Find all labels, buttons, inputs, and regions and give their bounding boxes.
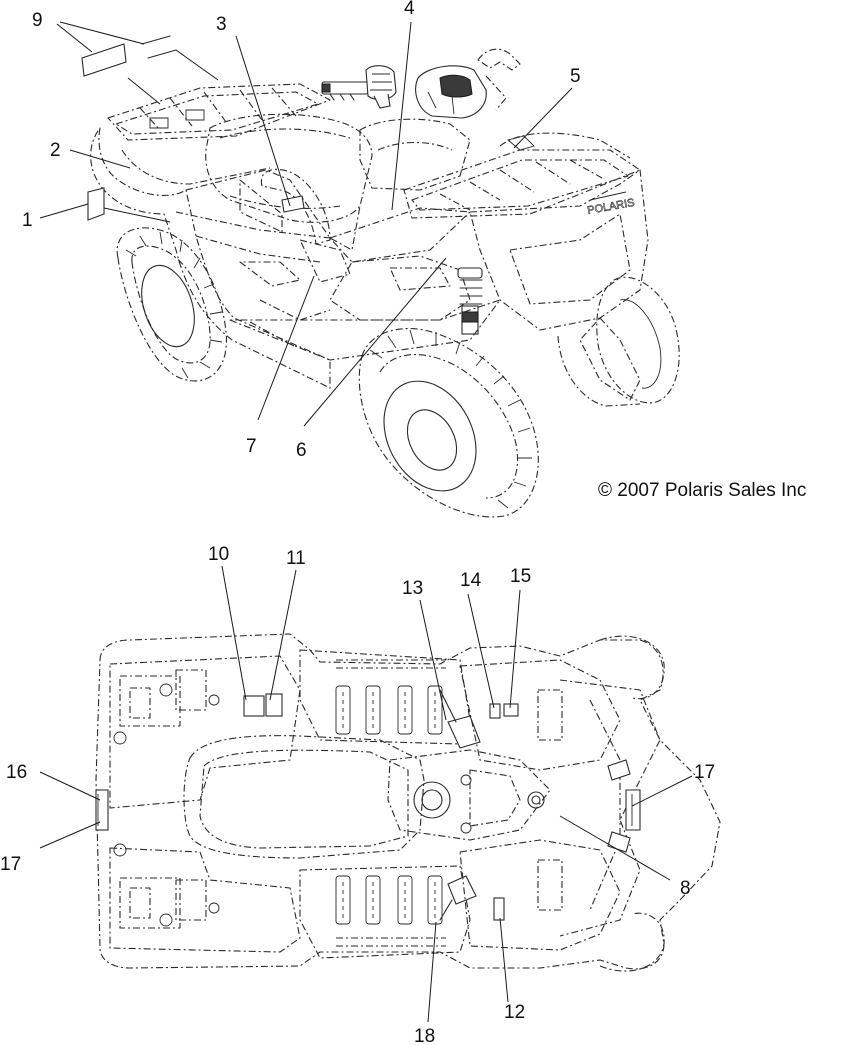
copyright-notice: © 2007 Polaris Sales Inc	[598, 480, 806, 501]
callout-18: 18	[414, 1026, 435, 1045]
callout-8: 8	[680, 878, 691, 899]
decal-14	[489, 703, 501, 719]
top-center-console	[387, 749, 551, 841]
decal-3	[281, 195, 305, 213]
atv-top-view: 10 11 13 14 15 16 17 17 8 12 18	[0, 544, 721, 1045]
rear-rack	[107, 83, 331, 141]
callout-15: 15	[510, 566, 531, 587]
callout-10: 10	[208, 544, 229, 565]
front-fascia: POLARIS	[469, 169, 649, 401]
top-front-fender-upper	[459, 659, 621, 771]
front-left-wheel	[358, 327, 539, 518]
top-body-outline	[95, 633, 721, 970]
decal-12	[493, 897, 505, 921]
callout-16: 16	[6, 762, 27, 783]
front-shock	[457, 267, 483, 335]
atv-side-view: POLARIS	[22, 0, 806, 518]
top-rear-fender-left	[109, 655, 301, 809]
callout-9: 9	[32, 10, 43, 31]
instrument-pod	[415, 65, 487, 119]
callout-14: 14	[460, 570, 482, 591]
callout-1: 1	[22, 210, 33, 231]
svg-text:POLARIS: POLARIS	[586, 197, 635, 217]
top-handlebar	[439, 689, 481, 921]
callout-2: 2	[50, 140, 61, 161]
top-footwell-lower	[299, 865, 471, 959]
decal-1-loose	[87, 187, 105, 221]
top-front-wheel-upper	[599, 635, 665, 700]
fuel-tank	[359, 118, 471, 191]
callout-7: 7	[246, 436, 257, 457]
top-front-bumper	[607, 759, 641, 853]
top-footwell-upper	[299, 649, 471, 745]
decal-15	[503, 703, 519, 717]
callout-11: 11	[286, 548, 306, 569]
callout-5: 5	[570, 66, 581, 87]
callout-6: 6	[296, 440, 307, 461]
handlebar-switch	[321, 65, 397, 109]
rear-left-wheel	[116, 227, 227, 382]
callout-4: 4	[404, 0, 415, 19]
callout-3: 3	[216, 14, 227, 35]
front-rack	[403, 132, 641, 219]
right-handlebar	[477, 48, 521, 111]
decal-11	[265, 693, 283, 717]
callout-17-front: 17	[694, 762, 715, 783]
callout-12: 12	[504, 1002, 525, 1023]
side-panel	[185, 169, 471, 321]
top-seat-inner	[199, 749, 409, 849]
top-front-rack	[537, 679, 661, 937]
top-rear-fender-right	[109, 847, 301, 953]
decal-10	[243, 695, 265, 717]
top-front-fender-lower	[459, 839, 621, 951]
callout-17-rear: 17	[0, 854, 21, 875]
rear-fender	[90, 127, 331, 389]
top-seat	[183, 735, 425, 859]
side-view-leaders	[39, 21, 573, 427]
floorboard	[229, 299, 501, 361]
top-front-wheel-lower	[599, 912, 665, 972]
top-view-leaders	[39, 565, 693, 1023]
front-right-wheel	[557, 276, 680, 407]
decal-9-loose	[81, 35, 177, 77]
callout-13: 13	[402, 578, 423, 599]
top-rear-rack	[113, 669, 220, 929]
